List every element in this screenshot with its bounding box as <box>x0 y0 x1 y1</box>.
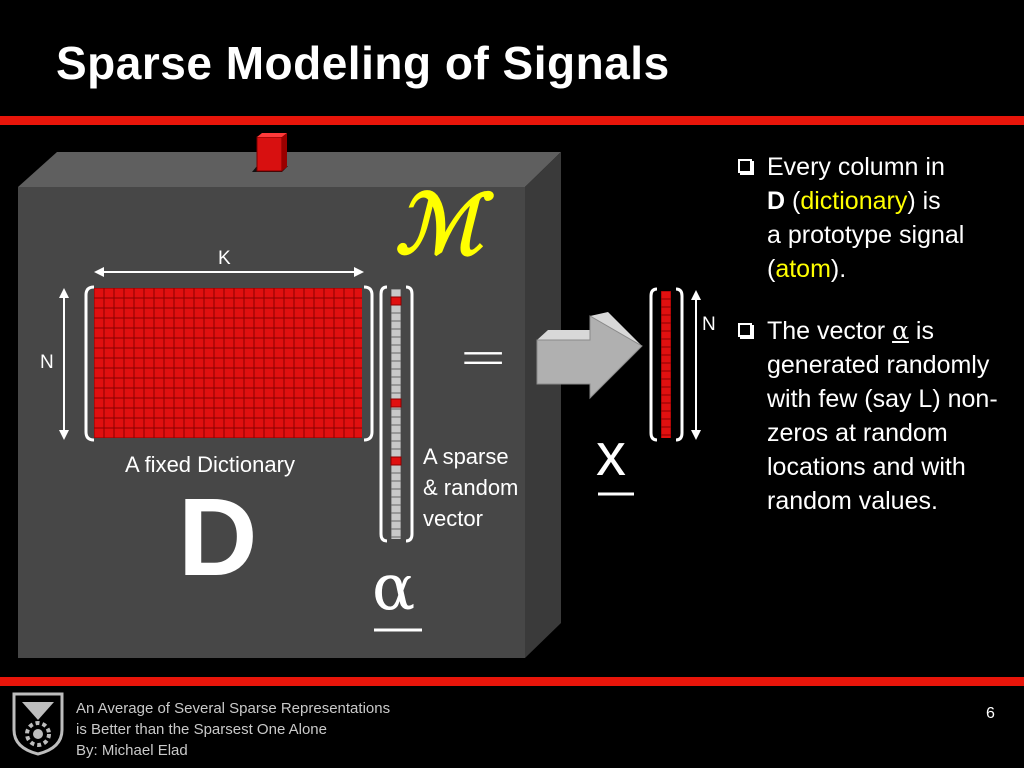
n-label-right: N <box>702 314 716 335</box>
bullet1-dictionary-highlight: dictionary <box>800 187 908 215</box>
bullet2-text-b: is <box>908 317 934 345</box>
box-side-face <box>525 152 561 658</box>
bullet1-d: D <box>767 187 786 215</box>
bullet1-close2: ). <box>830 255 847 283</box>
footer-line1: An Average of Several Sparse Representat… <box>76 700 391 717</box>
sparse-caption-line1: A sparse <box>423 444 509 469</box>
alpha-vector <box>391 289 401 539</box>
footer-line2: is Better than the Sparsest One Alone <box>76 721 327 738</box>
n-arrow-right-bottom <box>691 430 701 440</box>
bullet-dictionary: Every column in D (dictionary) is a prot… <box>734 150 1024 286</box>
bullet1-text-a: Every column in <box>767 153 945 181</box>
bullet1-text-c: a prototype signal <box>767 221 965 249</box>
n-arrow-left-bottom <box>59 430 69 440</box>
dictionary-matrix <box>94 288 362 438</box>
arrow-body <box>536 315 643 400</box>
alpha-nonzero-3 <box>390 456 402 466</box>
dictionary-symbol: D <box>178 476 258 599</box>
red-block-side <box>282 133 287 171</box>
alpha-nonzero-2 <box>390 398 402 408</box>
checkbox-bullet-icon <box>738 159 752 173</box>
dict-bracket-right <box>363 285 374 442</box>
dictionary-caption: A fixed Dictionary <box>125 452 295 477</box>
bullet2-text-a: The vector <box>767 317 893 345</box>
n-label-left: N <box>40 352 54 373</box>
n-arrow-left-top <box>59 288 69 298</box>
k-arrow-left <box>94 267 104 277</box>
bottom-red-rule <box>0 677 1024 686</box>
page-number: 6 <box>986 705 995 722</box>
bullet1-open2: ( <box>767 255 776 283</box>
x-symbol: x <box>596 421 626 488</box>
bullet-vector: The vector α is generated randomly with … <box>734 314 1024 518</box>
k-arrow-right <box>354 267 364 277</box>
bullet-list: Every column in D (dictionary) is a prot… <box>734 150 1024 546</box>
equals-sign: = <box>458 322 509 392</box>
footer-text: An Average of Several Sparse Representat… <box>76 698 390 761</box>
bullet1-atom-highlight: atom <box>775 255 831 283</box>
top-red-rule <box>0 116 1024 125</box>
box-top-face <box>18 152 561 187</box>
technion-logo-icon <box>12 692 64 756</box>
n-arrow-right-top <box>691 290 701 300</box>
sparse-caption-line2: & random <box>423 475 519 500</box>
x-vector <box>661 291 671 438</box>
red-block-top <box>257 133 287 137</box>
sparse-caption-line3: vector <box>423 506 483 531</box>
alpha-bracket-left <box>379 285 388 543</box>
slide-title: Sparse Modeling of Signals <box>56 37 670 89</box>
alpha-bracket-right <box>405 285 414 543</box>
alpha-nonzero-1 <box>390 296 402 306</box>
bullet2-text-rest: generated randomly with few (say L) non-… <box>767 351 998 515</box>
alpha-symbol: α <box>372 551 416 625</box>
bullet1-open: ( <box>785 187 801 215</box>
x-bracket-right <box>675 287 684 442</box>
bullet1-close: ) is <box>907 187 941 215</box>
sparse-model-figure <box>18 133 701 658</box>
checkbox-bullet-icon <box>738 323 752 337</box>
k-label: K <box>218 248 231 269</box>
footer-author: By: Michael Elad <box>76 742 188 759</box>
dict-bracket-left <box>84 285 95 442</box>
red-block <box>256 136 283 172</box>
x-bracket-left <box>649 287 658 442</box>
bullet2-alpha: α <box>892 316 909 345</box>
model-symbol: ℳ <box>395 177 483 273</box>
